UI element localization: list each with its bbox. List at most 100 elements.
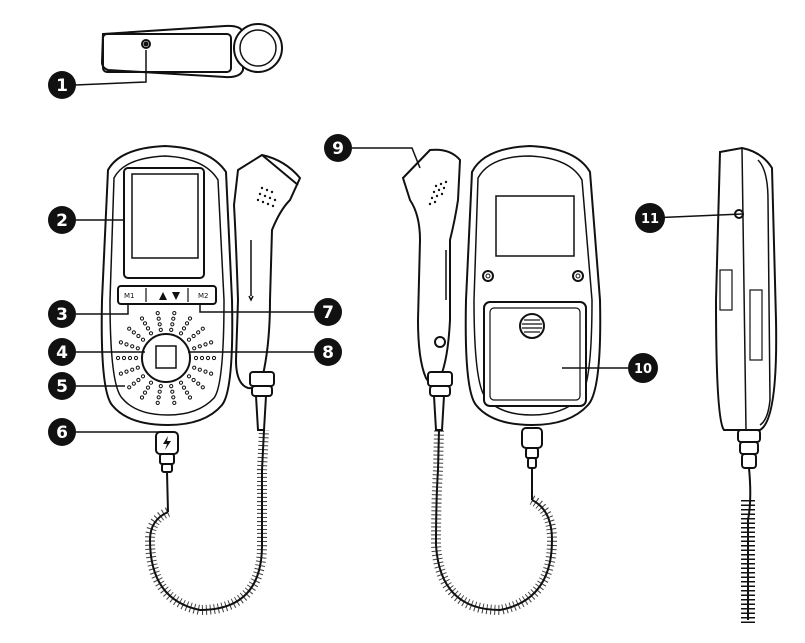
speaker-hole	[193, 355, 199, 361]
speaker-hole	[142, 390, 148, 395]
speaker-hole	[192, 365, 197, 370]
speaker-hole	[196, 381, 201, 386]
speaker-hole	[197, 367, 202, 372]
speaker-hole	[203, 369, 208, 374]
speaker-hole	[118, 340, 124, 345]
speaker-hole	[211, 355, 217, 361]
speaker-hole	[130, 367, 135, 372]
speaker-hole	[135, 365, 140, 370]
speaker-hole	[187, 395, 193, 400]
speaker-hole	[140, 337, 146, 342]
front-screen	[123, 167, 205, 279]
speaker-hole	[169, 327, 174, 332]
speaker-grille-icon	[256, 186, 277, 208]
speaker-hole	[148, 331, 154, 336]
down-arrow-icon	[172, 292, 180, 300]
svg-text:2: 2	[56, 211, 68, 231]
speaker-hole	[145, 385, 151, 390]
speaker-hole	[121, 355, 127, 361]
speaker-hole	[127, 355, 133, 361]
speaker-hole	[172, 311, 177, 316]
speaker-hole	[145, 326, 151, 331]
leader-lines	[74, 50, 743, 433]
screw-left	[482, 270, 494, 282]
top-view	[100, 23, 283, 79]
svg-text:7: 7	[322, 303, 334, 323]
speaker-hole	[186, 374, 192, 379]
speaker-hole	[135, 346, 140, 351]
speaker-hole	[209, 340, 214, 345]
svg-text:6: 6	[56, 423, 68, 443]
speaker-hole	[127, 385, 132, 390]
speaker-hole	[158, 327, 163, 332]
callout-11: 11	[635, 203, 665, 233]
speaker-hole	[178, 331, 184, 336]
speaker-hole	[127, 326, 132, 331]
m1-button-label: M1	[124, 292, 135, 300]
svg-text:10: 10	[634, 362, 652, 377]
speaker-hole	[200, 385, 205, 390]
speaker-hole	[158, 384, 163, 389]
speaker-hole	[130, 344, 135, 349]
speaker-hole	[157, 389, 162, 394]
speaker-hole	[187, 316, 193, 321]
speaker-hole	[203, 342, 208, 347]
side-view	[714, 146, 778, 625]
speaker-hole	[142, 321, 148, 326]
m2-button-label: M2	[198, 292, 209, 300]
battery-cover	[483, 301, 587, 407]
speaker-hole	[191, 333, 196, 339]
speaker-hole	[136, 333, 141, 339]
speaker-hole	[171, 316, 176, 321]
speaker-hole	[199, 355, 205, 361]
callout-4: 4	[48, 338, 76, 366]
speaker-hole	[209, 371, 214, 376]
speaker-hole	[131, 330, 136, 335]
charge-bolt-icon	[163, 436, 171, 450]
speaker-hole	[171, 395, 176, 400]
battery-latch-icon	[519, 313, 545, 339]
speaker-hole	[140, 374, 146, 379]
speaker-hole	[178, 380, 184, 385]
speaker-holes-icon	[115, 311, 217, 405]
speaker-hole	[139, 316, 145, 321]
speaker-hole	[169, 384, 174, 389]
power-button	[141, 333, 191, 383]
up-arrow-icon	[159, 292, 167, 300]
speaker-hole	[131, 381, 136, 386]
back-view	[401, 144, 602, 616]
speaker-hole	[155, 311, 160, 316]
speaker-hole	[156, 395, 161, 400]
svg-text:3: 3	[56, 305, 68, 325]
speaker-hole	[133, 355, 139, 361]
svg-text:11: 11	[641, 212, 659, 227]
speaker-hole	[170, 389, 175, 394]
speaker-hole	[181, 385, 187, 390]
speaker-hole	[200, 326, 205, 331]
svg-text:8: 8	[322, 343, 334, 363]
speaker-hole	[192, 346, 197, 351]
svg-text:5: 5	[56, 377, 68, 397]
speaker-hole	[157, 322, 162, 327]
callouts: 1 2 3 4 5 6 7 8 9 10 11	[48, 71, 665, 446]
callout-1: 1	[48, 71, 76, 99]
speaker-hole	[156, 316, 161, 321]
callout-7: 7	[314, 298, 342, 326]
callout-8: 8	[314, 338, 342, 366]
speaker-hole	[184, 321, 190, 326]
svg-text:1: 1	[56, 76, 68, 96]
speaker-hole	[124, 342, 129, 347]
speaker-hole	[136, 377, 141, 383]
speaker-hole	[197, 344, 202, 349]
speaker-hole	[148, 380, 154, 385]
speaker-hole	[170, 322, 175, 327]
callout-5: 5	[48, 372, 76, 400]
speaker-hole	[196, 330, 201, 335]
front-probe	[232, 153, 302, 431]
speaker-hole	[181, 326, 187, 331]
back-probe	[401, 148, 462, 431]
svg-text:9: 9	[332, 139, 344, 159]
speaker-hole	[139, 395, 145, 400]
speaker-hole	[205, 355, 211, 361]
speaker-hole	[118, 371, 124, 376]
